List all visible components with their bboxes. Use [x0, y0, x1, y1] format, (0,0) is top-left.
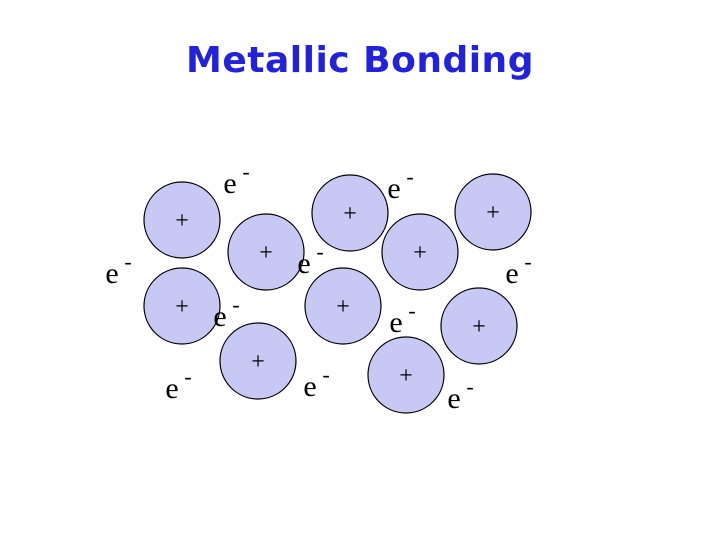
- electron-charge: -: [232, 292, 239, 317]
- electron: e-: [303, 362, 329, 403]
- electron-symbol: e: [165, 372, 178, 405]
- electron: e-: [105, 249, 131, 290]
- ion-charge-label: +: [343, 201, 357, 227]
- electron-charge: -: [316, 239, 323, 264]
- ion-circle: [143, 181, 221, 259]
- electron-symbol: e: [213, 300, 226, 333]
- electron-charge: -: [524, 249, 531, 274]
- metal-ion: +: [143, 181, 221, 259]
- metal-ion: +: [219, 322, 297, 400]
- electron-symbol: e: [303, 370, 316, 403]
- ion-circle: [311, 174, 389, 252]
- ion-charge-label: +: [175, 208, 189, 234]
- electron: e-: [165, 364, 191, 405]
- electron: e-: [213, 292, 239, 333]
- electron-symbol: e: [387, 172, 400, 205]
- electron-charge: -: [242, 159, 249, 184]
- ion-circle: [304, 267, 382, 345]
- ion-charge-label: +: [413, 240, 427, 266]
- electron-charge: -: [466, 374, 473, 399]
- electron-charge: -: [408, 298, 415, 323]
- electron: e-: [447, 374, 473, 415]
- metal-ions: + + + + + + + + + +: [143, 173, 532, 414]
- ion-charge-label: +: [175, 294, 189, 320]
- ion-circle: [440, 287, 518, 365]
- ion-charge-label: +: [259, 240, 273, 266]
- electron: e-: [223, 159, 249, 200]
- metal-ion: +: [454, 173, 532, 251]
- page-title: Metallic Bonding: [186, 40, 534, 81]
- ion-circle: [454, 173, 532, 251]
- electron-symbol: e: [389, 306, 402, 339]
- ion-circle: [143, 267, 221, 345]
- electron-symbol: e: [505, 257, 518, 290]
- metal-ion: +: [381, 213, 459, 291]
- metal-ion: +: [304, 267, 382, 345]
- ion-charge-label: +: [486, 200, 500, 226]
- ion-circle: [219, 322, 297, 400]
- electron-symbol: e: [447, 382, 460, 415]
- electron-symbol: e: [297, 247, 310, 280]
- metal-ion: +: [143, 267, 221, 345]
- electron: e-: [505, 249, 531, 290]
- metal-ion: +: [367, 336, 445, 414]
- ion-charge-label: +: [251, 349, 265, 375]
- metal-ion: +: [227, 213, 305, 291]
- electron: e-: [389, 298, 415, 339]
- ion-charge-label: +: [336, 294, 350, 320]
- ion-circle: [381, 213, 459, 291]
- ion-charge-label: +: [399, 363, 413, 389]
- electron-charge: -: [184, 364, 191, 389]
- electron: e-: [297, 239, 323, 280]
- electron-charge: -: [322, 362, 329, 387]
- ion-circle: [227, 213, 305, 291]
- electron-symbol: e: [105, 257, 118, 290]
- metal-ion: +: [311, 174, 389, 252]
- electron: e-: [387, 164, 413, 205]
- ion-charge-label: +: [472, 314, 486, 340]
- delocalized-electrons: e-e-e-e-e-e-e-e-e-e-: [105, 159, 531, 415]
- ion-circle: [367, 336, 445, 414]
- electron-charge: -: [124, 249, 131, 274]
- metal-ion: +: [440, 287, 518, 365]
- electron-charge: -: [406, 164, 413, 189]
- electron-symbol: e: [223, 167, 236, 200]
